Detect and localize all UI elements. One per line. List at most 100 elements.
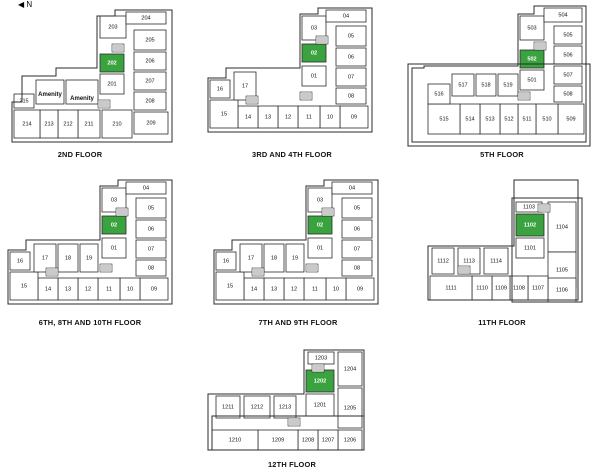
unit-f34-04 [325,9,367,23]
unit-f7-02 [307,215,333,235]
unit-label: 515 [439,116,448,122]
unit-f7-07 [341,239,373,259]
unit-label: 1206 [344,437,356,443]
unit-label: 16 [17,258,23,264]
unit-f11-1106 [547,277,577,303]
unit-label: 02 [111,222,117,228]
unit-label: 1211 [222,404,234,410]
unit-label: 212 [63,121,72,127]
amenity-label: Amenity [38,92,62,98]
unit-f11-1112 [431,247,455,275]
unit-f12-1212 [243,395,271,419]
unit-label: 1107 [532,285,544,291]
unit-f2-208 [133,91,167,111]
unit-label: 11 [312,286,318,292]
floor-plate-f5: 5035045055025065015075085095105115125135… [427,7,585,135]
unit-f7-16 [215,251,237,271]
unit-f6-01 [101,237,127,259]
unit-f5-505 [553,25,583,45]
unit-label: 19 [292,255,298,261]
amenity-room [35,79,65,105]
unit-label: 214 [22,121,31,127]
unit-label: 1108 [513,285,525,291]
unit-label: 1101 [524,245,536,251]
unit-label: 1102 [524,222,536,228]
unit-label: 05 [148,205,154,211]
unit-f7-15 [215,271,245,301]
unit-label: 505 [563,32,572,38]
unit-f5-519 [497,73,519,97]
unit-f7-18 [263,243,285,273]
unit-label: 509 [566,116,575,122]
unit-label: 08 [348,93,354,99]
unit-label: 07 [354,246,360,252]
unit-label: 15 [227,283,233,289]
unit-label: 1205 [344,405,356,411]
unit-f7-08 [341,259,373,277]
unit-label: 05 [354,205,360,211]
unit-label: 211 [85,121,94,127]
unit-label: 1207 [322,437,334,443]
unit-label: 17 [42,255,48,261]
unit-f11-1102 [515,213,545,237]
unit-label: 510 [542,116,551,122]
unit-label: 04 [343,13,349,19]
unit-label: 17 [248,255,254,261]
unit-label: 513 [485,116,494,122]
unit-label: 514 [465,116,474,122]
unit-f12-1211 [215,395,241,419]
floor-label-f2: 2ND FLOOR [57,150,103,159]
unit-f12-1205 [337,387,363,429]
unit-f7-17 [239,243,263,273]
floor-label-f6: 6TH, 8TH AND 10TH FLOOR [38,318,142,327]
unit-f11-1114 [483,247,509,275]
unit-label: 1110 [476,285,488,291]
unit-f5-515 [427,103,461,135]
unit-label: 507 [563,72,572,78]
floor-label-f12: 12TH FLOOR [268,460,316,469]
unit-label: 503 [527,25,536,31]
unit-label: 519 [503,82,512,88]
unit-label: 14 [245,114,251,120]
unit-f12-1204 [337,351,363,387]
unit-label: 207 [145,78,154,84]
unit-f12-1213 [273,395,297,419]
plate-outline [11,9,173,143]
amenity-label: Amenity [70,96,94,102]
unit-label: 15 [221,111,227,117]
unit-f5-504 [543,7,583,23]
plate-outline [411,5,587,143]
unit-label: 11 [306,114,312,120]
unit-label: 205 [145,37,154,43]
plate-outline [213,179,379,305]
unit-label: 14 [251,286,257,292]
unit-label: 1210 [229,437,241,443]
unit-label: 1103 [523,204,535,210]
unit-label: 11 [106,286,112,292]
unit-f11-1101 [515,237,545,259]
unit-label: 1213 [279,404,291,410]
unit-f5-516 [427,83,451,105]
unit-label: 1209 [272,437,284,443]
unit-label: 07 [148,246,154,252]
unit-label: 501 [527,77,536,83]
unit-label: 18 [65,255,71,261]
plate-outline [427,179,579,301]
unit-label: 15 [21,283,27,289]
unit-label: 204 [141,15,150,21]
unit-label: 1109 [495,285,507,291]
unit-f5-507 [553,65,583,85]
floor-plate-f11: 1103110411021101110511061107110811091110… [429,201,577,303]
unit-label: 05 [348,33,354,39]
plate-outline [7,179,173,305]
floor-label-f5: 5TH FLOOR [480,150,524,159]
unit-label: 1203 [315,355,327,361]
unit-label: 203 [108,24,117,30]
unit-f6-06 [135,219,167,239]
unit-label: 08 [354,265,360,271]
unit-f34-06 [335,47,367,67]
